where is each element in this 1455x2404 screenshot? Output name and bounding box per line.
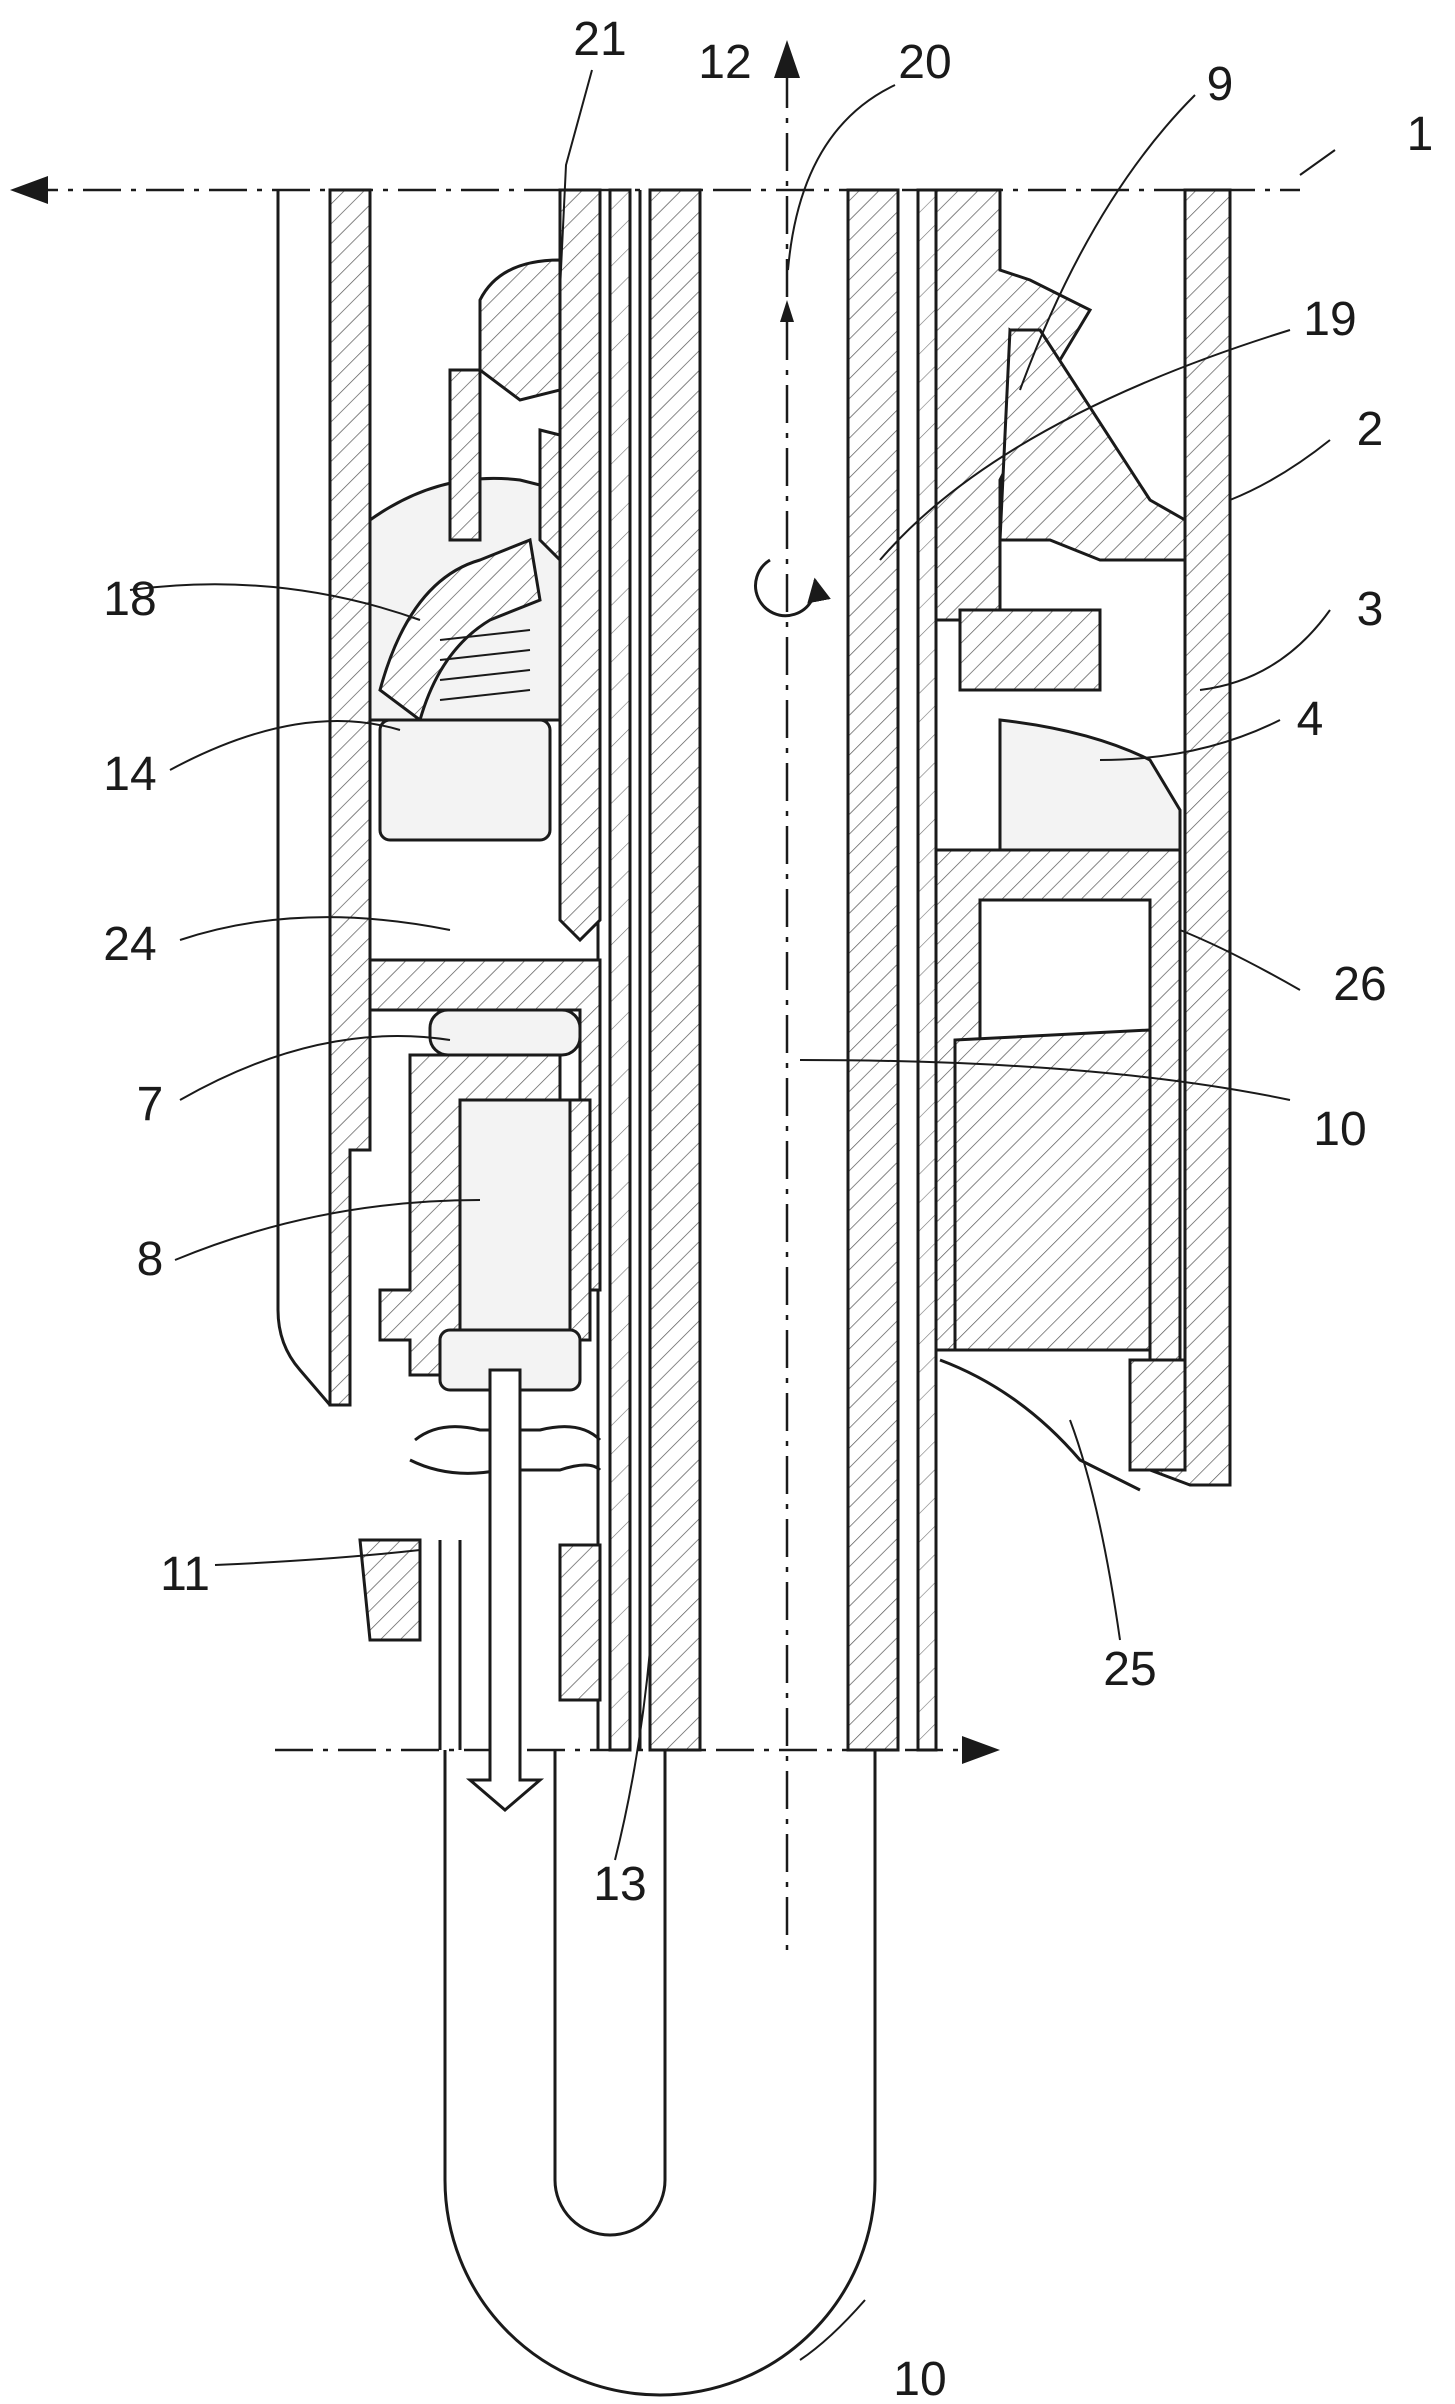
label-4: 4 — [1297, 693, 1324, 746]
label-2: 2 — [1357, 403, 1384, 456]
label-19: 19 — [1303, 293, 1356, 346]
label-18: 18 — [103, 573, 156, 626]
label-14: 14 — [103, 748, 156, 801]
central-tube — [596, 188, 938, 1752]
right-lower-block — [934, 718, 1187, 1492]
label-21: 21 — [573, 13, 626, 66]
needle-arrow — [438, 1368, 545, 1812]
label-25: 25 — [1103, 1643, 1156, 1696]
label-13: 13 — [593, 1858, 646, 1911]
axis-12 — [774, 40, 800, 1960]
u-tube — [443, 1750, 877, 2397]
outer-housing-left — [276, 188, 372, 1407]
plunger — [409, 1008, 602, 1475]
label-10-lower: 10 — [893, 2353, 946, 2404]
label-24: 24 — [103, 918, 156, 971]
label-7: 7 — [137, 1078, 164, 1131]
label-11: 11 — [160, 1548, 210, 1601]
right-upper-block — [934, 188, 1187, 692]
label-1: 1 — [1407, 108, 1434, 161]
leader-lines — [129, 69, 1336, 2361]
upper-left-assembly — [368, 188, 602, 943]
label-3: 3 — [1357, 583, 1384, 636]
label-8: 8 — [137, 1233, 164, 1286]
label-10-upper: 10 — [1313, 1103, 1366, 1156]
label-20: 20 — [898, 36, 951, 89]
label-12: 12 — [698, 36, 751, 89]
label-9: 9 — [1207, 58, 1234, 111]
label-26: 26 — [1333, 958, 1386, 1011]
reference-numerals: 1 2 3 4 7 8 9 10 10 11 12 13 14 18 19 20… — [103, 13, 1433, 2404]
rotation-arrows — [754, 300, 831, 618]
